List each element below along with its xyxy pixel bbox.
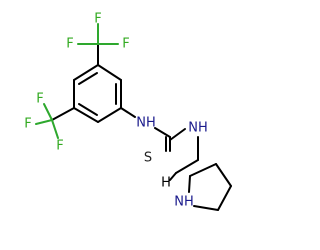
sulfur-label: S — [144, 151, 152, 166]
thiourea-nh-label: NH — [188, 121, 208, 136]
cf3-group-top — [77, 23, 119, 66]
fluorine-label: F — [24, 117, 31, 132]
benzene-ring — [73, 64, 122, 123]
fluorine-label: F — [122, 37, 129, 52]
thiourea-linker — [120, 107, 186, 152]
molecule-structure: F F F F F F NH S NH NH H — [24, 12, 232, 211]
cf3-group-left — [35, 103, 75, 139]
fluorine-label: F — [56, 139, 63, 154]
pyrrolidine-ring — [188, 163, 232, 211]
fluorine-label: F — [94, 12, 101, 27]
amide-nh-label: NH — [136, 116, 156, 131]
fluorine-label: F — [66, 37, 73, 52]
fluorine-label: F — [36, 92, 43, 107]
pyrrolidine-nh-label: NH — [174, 195, 194, 210]
stereo-hydrogen-label: H — [161, 176, 171, 191]
methylene-chain — [169, 136, 199, 181]
